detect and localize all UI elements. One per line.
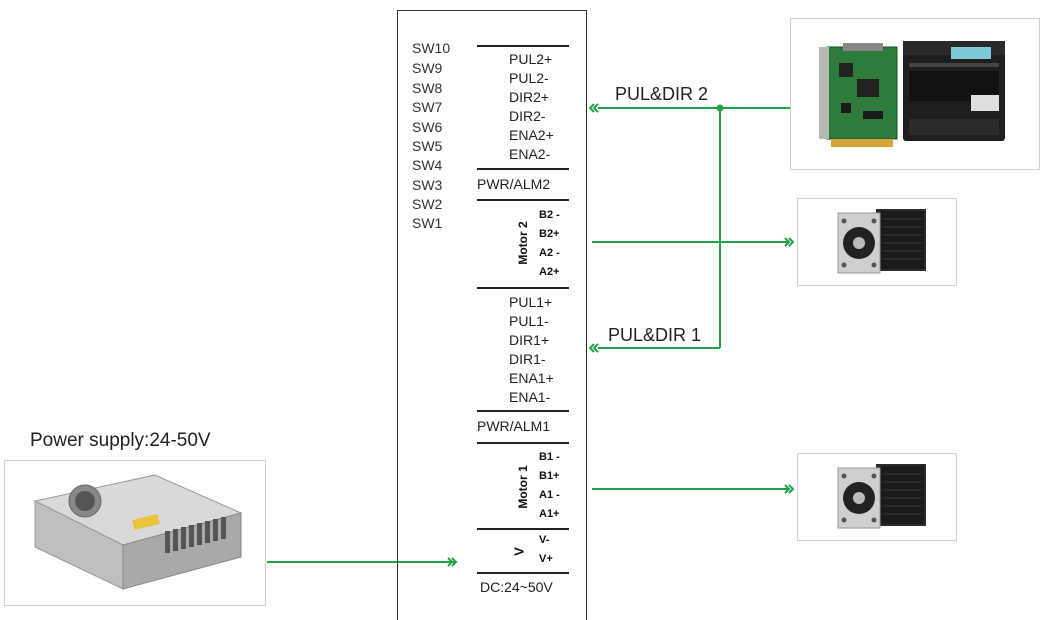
pin-label: PUL1+ [509, 294, 553, 310]
motor-pin-label: B1+ [539, 470, 560, 482]
motor-pin-label: B2+ [539, 228, 560, 240]
separator [477, 45, 569, 47]
pin-label: DIR1- [509, 351, 546, 367]
power-supply-icon [33, 474, 243, 590]
motor-2-label: Motor 2 [516, 221, 530, 265]
motor-pin-label: A2 - [539, 247, 560, 259]
separator [477, 199, 569, 201]
pwr-alm1-label: PWR/ALM1 [477, 418, 551, 434]
dip-switch-label: SW1 [412, 215, 443, 231]
motor-pin-label: B2 - [539, 209, 560, 221]
dip-switch-label: SW6 [412, 119, 443, 135]
separator [477, 287, 569, 289]
dip-switch-label: SW4 [412, 157, 443, 173]
stepper-motor-icon [837, 464, 926, 529]
separator [477, 528, 569, 530]
pin-label: PUL1- [509, 313, 549, 329]
separator [477, 442, 569, 444]
separator [477, 168, 569, 170]
separator [477, 572, 569, 574]
power-pin-label: V+ [539, 553, 553, 565]
pin-label: DIR2+ [509, 89, 550, 105]
dip-switch-label: SW9 [412, 60, 443, 76]
pin-label: PUL2- [509, 70, 549, 86]
motor-1-label: Motor 1 [516, 465, 530, 509]
pin-label: ENA1+ [509, 370, 554, 386]
power-pin-label: V- [539, 534, 550, 546]
power-supply-caption: Power supply:24-50V [30, 430, 211, 451]
pin-label: ENA2- [509, 146, 551, 162]
pin-label: PUL2+ [509, 51, 553, 67]
motor-pin-label: B1 - [539, 451, 560, 463]
pin-label: DIR1+ [509, 332, 550, 348]
power-supply-image-card [4, 460, 266, 606]
motor-pin-label: A1+ [539, 508, 560, 520]
dip-switch-label: SW5 [412, 138, 443, 154]
separator [477, 410, 569, 412]
motor-2-image-card [797, 198, 957, 286]
motor-1-image-card [797, 453, 957, 541]
pul-dir-1-label: PUL&DIR 1 [608, 325, 702, 345]
dip-switch-label: SW7 [412, 99, 443, 115]
pwr-alm2-label: PWR/ALM2 [477, 176, 551, 192]
controller-image-card [790, 18, 1040, 170]
stepper-motor-icon [837, 209, 926, 274]
pin-label: ENA2+ [509, 127, 554, 143]
controller-card-and-plc-icon [819, 41, 1005, 147]
power-v-label: V [511, 547, 527, 556]
dip-switch-label: SW3 [412, 177, 443, 193]
dip-switch-label: SW10 [412, 40, 451, 56]
dip-switch-label: SW8 [412, 80, 443, 96]
driver-box [397, 10, 587, 620]
pin-label: DIR2- [509, 108, 546, 124]
dc-range-label: DC:24~50V [480, 579, 553, 595]
motor-pin-label: A1 - [539, 489, 560, 501]
dip-switch-label: SW2 [412, 196, 443, 212]
pul-dir-2-label: PUL&DIR 2 [615, 84, 709, 104]
motor-pin-label: A2+ [539, 266, 560, 278]
pin-label: ENA1- [509, 389, 551, 405]
